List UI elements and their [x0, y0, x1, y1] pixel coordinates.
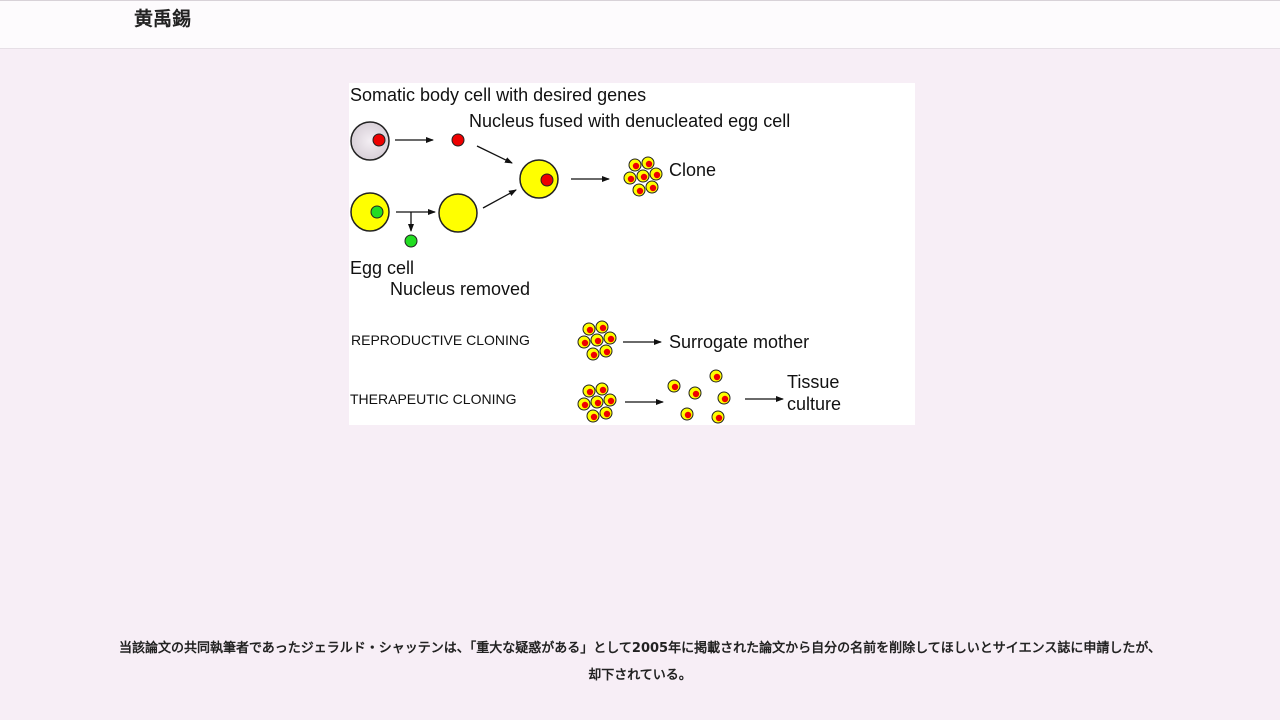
caption: 当該論文の共同執筆者であったジェラルド・シャッテンは、「重大な疑惑がある」として… — [80, 635, 1200, 689]
label-nucleus-removed: Nucleus removed — [390, 279, 530, 299]
arrow-to-fusion — [476, 145, 513, 164]
label-therapeutic-cloning: THERAPEUTIC CLONING — [350, 391, 516, 407]
cloning-diagram-svg: Somatic body cell with desired genes Nuc… — [350, 85, 841, 424]
reproductive-cluster — [577, 320, 617, 361]
egg-nucleus — [370, 205, 384, 219]
denucleated-egg — [438, 193, 478, 233]
dispersed-cells — [667, 369, 731, 424]
cloning-diagram: Somatic body cell with desired genes Nuc… — [349, 83, 915, 425]
caption-line-1: 当該論文の共同執筆者であったジェラルド・シャッテンは、「重大な疑惑がある」として… — [118, 641, 1162, 656]
caption-line-2: 却下されている。 — [588, 668, 692, 683]
label-clone: Clone — [669, 160, 716, 180]
therapeutic-cluster — [577, 382, 617, 423]
arrow-to-fused-cell — [482, 189, 517, 209]
label-nucleus-fused: Nucleus fused with denucleated egg cell — [469, 111, 790, 131]
isolated-nucleus — [451, 133, 465, 147]
removed-nucleus — [404, 234, 418, 248]
page-title: 黄禹錫 — [134, 8, 192, 30]
fused-nucleus — [540, 173, 554, 187]
egg-cell — [350, 192, 390, 232]
label-surrogate-mother: Surrogate mother — [669, 332, 809, 352]
label-egg-cell: Egg cell — [350, 258, 414, 278]
top-bar: 黄禹錫 — [0, 0, 1280, 49]
label-somatic-cell: Somatic body cell with desired genes — [350, 85, 646, 105]
label-tissue: Tissue — [787, 372, 839, 392]
somatic-cell — [350, 121, 390, 161]
label-culture: culture — [787, 394, 841, 414]
somatic-nucleus — [372, 133, 386, 147]
clone-cluster — [623, 156, 663, 197]
fused-cell — [519, 159, 559, 199]
label-reproductive-cloning: REPRODUCTIVE CLONING — [351, 332, 530, 348]
